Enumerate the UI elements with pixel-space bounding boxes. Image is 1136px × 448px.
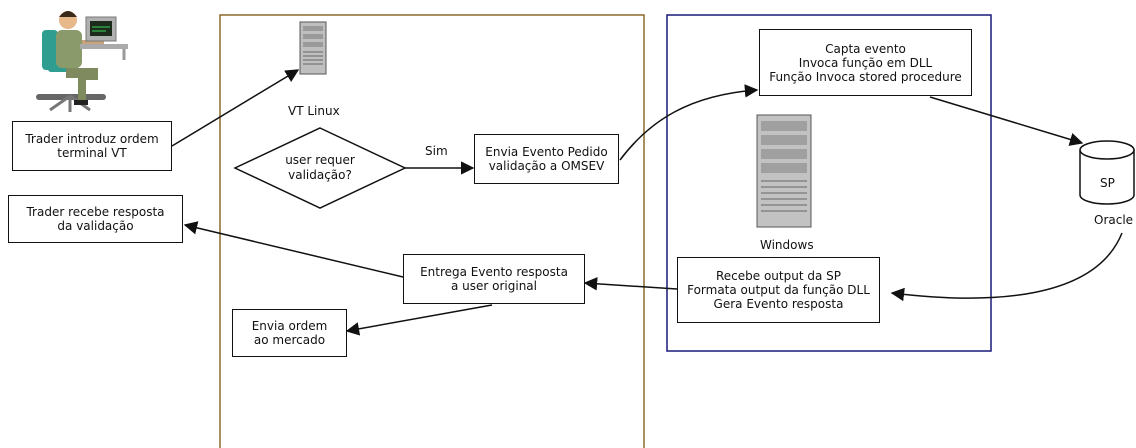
label-windows: Windows bbox=[760, 238, 814, 252]
edge-sp-to-receive bbox=[890, 232, 1123, 302]
edge-capture-to-sp bbox=[929, 96, 1084, 146]
server-tower-icon bbox=[756, 114, 812, 228]
node-receive-output: Recebe output da SP Formata output da fu… bbox=[677, 257, 880, 323]
windows-group-frame bbox=[666, 14, 992, 352]
server-tower-icon bbox=[299, 21, 327, 75]
edge-send-to-capture bbox=[619, 84, 759, 161]
edge-trader-to-vt bbox=[171, 69, 300, 147]
node-send-order: Envia ordem ao mercado bbox=[232, 309, 347, 357]
node-capture-event: Capta evento Invoca função em DLL Função… bbox=[759, 29, 972, 96]
node-send-event: Envia Evento Pedido validação a OMSEV bbox=[474, 134, 619, 184]
edge-deliver-to-order bbox=[345, 304, 493, 336]
edge-receive-to-deliver bbox=[583, 277, 678, 291]
edge-label-yes: Sim bbox=[425, 144, 448, 158]
label-vt-linux: VT Linux bbox=[288, 104, 340, 118]
label-sp: SP bbox=[1100, 176, 1115, 190]
edge-deliver-to-trader bbox=[183, 221, 404, 278]
node-trader-receive: Trader recebe resposta da validação bbox=[8, 195, 183, 243]
node-deliver-response: Entrega Evento resposta a user original bbox=[403, 254, 585, 304]
linux-group-frame bbox=[219, 14, 645, 448]
decision-diamond bbox=[233, 127, 407, 209]
node-trader-input: Trader introduz ordem terminal VT bbox=[12, 121, 172, 171]
label-oracle: Oracle bbox=[1094, 213, 1134, 227]
decision-label: user requer validação? bbox=[285, 153, 355, 182]
trader-at-computer-icon bbox=[36, 11, 128, 112]
database-cylinder-icon bbox=[1079, 140, 1135, 205]
